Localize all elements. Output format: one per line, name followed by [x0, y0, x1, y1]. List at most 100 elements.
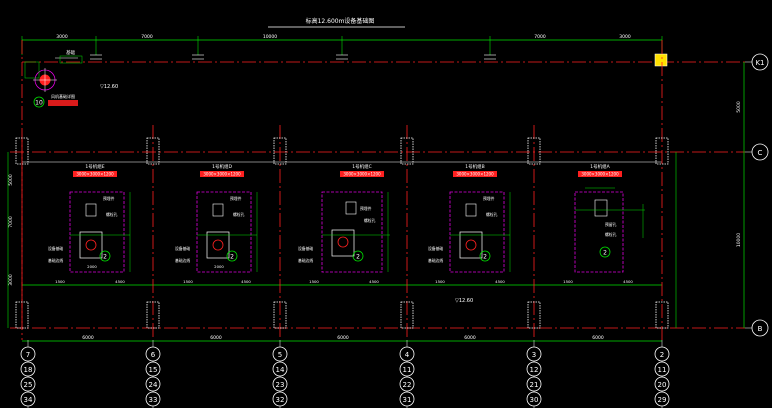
column [15, 137, 29, 165]
equipment-block: 1号机组C 3000×3000×1200 2 预埋件 螺栓孔 设备基础 基础边线 [298, 163, 390, 273]
dim-bottom-2: 6000 [337, 335, 349, 341]
sub-dim: 4500 [115, 279, 125, 284]
grid-bubble-k1 [751, 53, 769, 71]
grid-bubble-col [399, 361, 415, 377]
dim-top-3: 7000 [534, 34, 546, 40]
callout-label: 设备基础 [175, 246, 190, 251]
grid-bubble-col [526, 391, 542, 407]
elevation-mark-mid: ▽12.60 [455, 298, 473, 304]
callout-label: 基础边线 [175, 258, 190, 263]
grid-label-col: 22 [403, 381, 412, 389]
callout-label: 预埋件 [103, 196, 115, 201]
grid-bubble-col [272, 391, 288, 407]
callout-label: 预埋件 [230, 196, 242, 201]
grid-label-col: 30 [530, 396, 539, 404]
equipment-badge-circle [479, 250, 491, 262]
dim-bottom-0: 6000 [82, 335, 94, 341]
callout-label: 设备基础 [48, 246, 63, 251]
dim-right-1: 10000 [736, 233, 742, 247]
sub-dim: 2000 [214, 264, 224, 269]
grid-label-col: 31 [403, 396, 412, 404]
column [655, 301, 669, 329]
grid-label-col: 24 [149, 381, 158, 389]
sub-dim: 4500 [369, 279, 379, 284]
grid-label-k1: K1 [755, 59, 764, 67]
equipment-badge-circle [599, 246, 611, 258]
grid-bubbles-right: K1 C B 5000 10000 [675, 53, 769, 337]
grid-label-col: 20 [658, 381, 667, 389]
callout-label: 基础边线 [298, 258, 313, 263]
callout-label: 预埋件 [360, 206, 372, 211]
sub-dim: 4500 [241, 279, 251, 284]
grid-bubble-col [526, 376, 542, 392]
callout-label: 预埋件 [483, 196, 495, 201]
grid-label-col: 5 [278, 351, 282, 359]
grid-label-col: 21 [530, 381, 539, 389]
grid-label-col: 11 [658, 366, 667, 374]
grid-label-col: 15 [149, 366, 158, 374]
grid-label-col: 14 [276, 366, 285, 374]
column [273, 301, 287, 329]
equipment-name: 1号机组E [85, 163, 104, 170]
grid-bubble-col [145, 376, 161, 392]
sub-dim: 1500 [183, 279, 193, 284]
equipment-badge: 2 [103, 254, 107, 261]
grid-label-col: 3 [532, 351, 536, 359]
column [273, 137, 287, 165]
grid-bubble-col [654, 361, 670, 377]
grid-bubble-col [654, 346, 670, 362]
grid-bubble-col [272, 346, 288, 362]
grid-bubble-col [526, 346, 542, 362]
dimension-bottom: 6000 6000 6000 6000 6000 [22, 335, 662, 342]
dimension-left: 5000 7000 3000 [7, 152, 14, 328]
grid-label-col: 4 [405, 351, 410, 359]
dimension-top: 3000 7000 10000 7000 3000 [21, 34, 663, 55]
column [400, 137, 414, 165]
grid-bubble-col [399, 391, 415, 407]
grid-label-col: 11 [403, 366, 412, 374]
elevation-mark-top: ▽12.60 [100, 84, 118, 90]
column [146, 137, 160, 165]
grid-bubbles-bottom: 7 18 25 34 6 15 24 33 5 14 23 32 4 11 22… [20, 340, 670, 408]
callout-label: 基础边线 [48, 258, 63, 263]
grid-bubble-col [526, 361, 542, 377]
grid-label-b: B [758, 325, 763, 333]
grid-label-col: 29 [658, 396, 667, 404]
grid-label-col: 12 [530, 366, 539, 374]
detail-tag: 基础 [66, 49, 75, 56]
sub-dim: 1500 [55, 279, 65, 284]
column [655, 137, 669, 165]
equipment-tag: 3000×3000×1200 [343, 172, 381, 177]
grid-bubble-col [399, 376, 415, 392]
dim-top-1: 7000 [141, 34, 153, 40]
equipment-name: 1号机组A [590, 163, 610, 170]
sub-dim: 1500 [435, 279, 445, 284]
grid-bubble-col [654, 391, 670, 407]
column [527, 301, 541, 329]
equipment-block: 1号机组E 3000×3000×1200 2 预埋件 螺栓孔 设备基础 基础边线… [48, 163, 131, 273]
equipment-block: 1号机组A 3000×3000×1200 2 预留孔 螺栓孔 [574, 163, 645, 273]
equipment-badge-circle [352, 250, 364, 262]
equipment-badge: 2 [230, 254, 234, 261]
callout-label: 设备基础 [428, 246, 443, 251]
grid-bubble-col [20, 376, 36, 392]
axis-k1-strip: ▽12.60 [22, 53, 745, 90]
dim-left-2: 3000 [8, 274, 14, 286]
callout-label: 螺栓孔 [106, 212, 118, 217]
equipment-badge-circle [99, 250, 111, 262]
equipment-tag: 3000×3000×1200 [203, 172, 241, 177]
grid-label-c: C [758, 149, 763, 157]
equipment-badge: 2 [483, 254, 487, 261]
column [146, 301, 160, 329]
equipment-block: 1号机组D 3000×3000×1200 2 预埋件 螺栓孔 设备基础 基础边线… [175, 163, 258, 273]
dim-top-2: 10000 [263, 34, 277, 40]
sub-dim: 1500 [309, 279, 319, 284]
column [400, 301, 414, 329]
callout-label: 螺栓孔 [486, 212, 498, 217]
dim-top-0: 3000 [56, 34, 68, 40]
column-grid [15, 40, 669, 340]
sub-dim: 1500 [563, 279, 573, 284]
equipment-name: 1号机组B [465, 163, 484, 170]
equipment-tag: 3000×3000×1200 [456, 172, 494, 177]
